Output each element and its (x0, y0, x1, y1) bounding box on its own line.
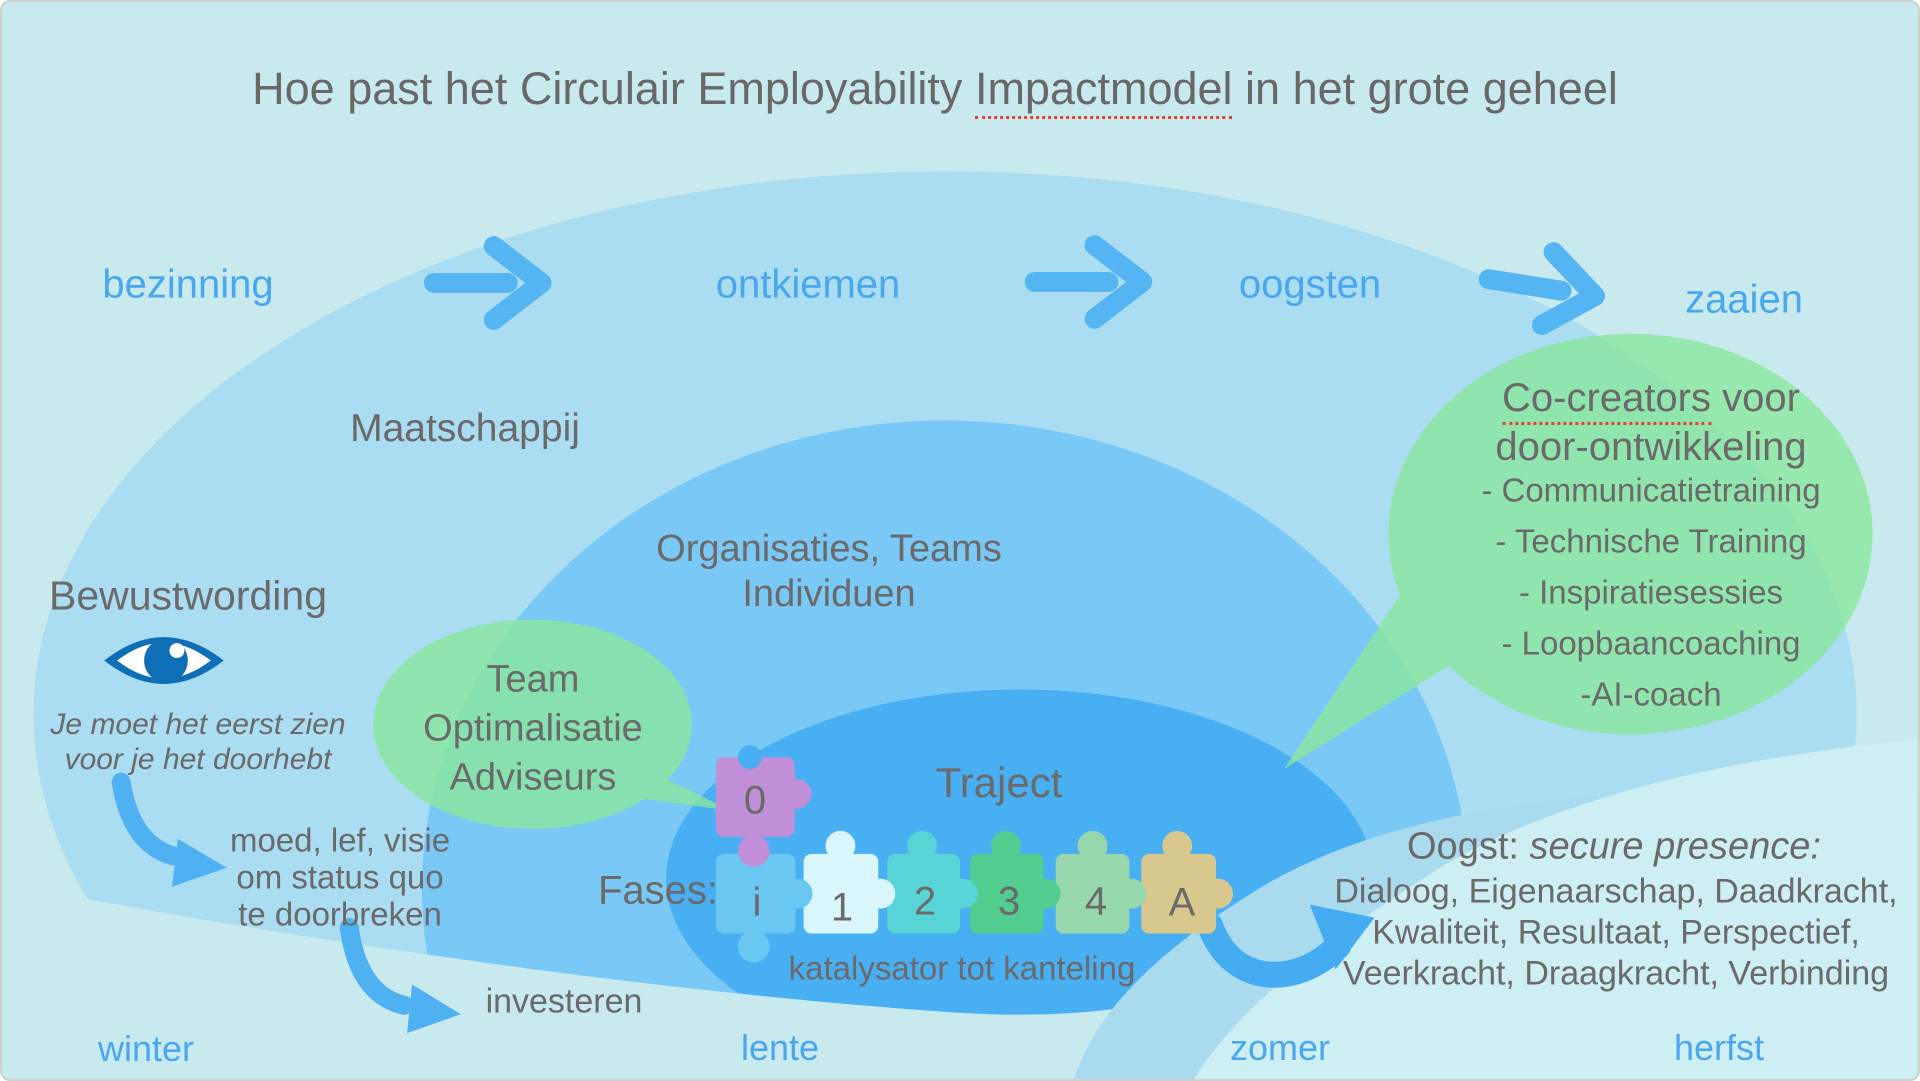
arrow-right-icon-1 (423, 236, 552, 330)
puzzle-piece-0 (715, 745, 812, 867)
phases-caption: katalysator tot kanteling (788, 949, 1136, 987)
curved-arrow-invest (339, 918, 461, 1034)
cocreators-bubble-tail (1283, 552, 1500, 770)
invest-label: investeren (485, 982, 643, 1021)
title-part2: in het grote geheel (1232, 63, 1618, 114)
list-item: - Inspiratiesessies (1518, 573, 1784, 611)
team-line2: Optimalisatie (423, 707, 643, 750)
courage-line1: moed, lef, visie (229, 821, 451, 859)
harvest-label: Oogst: (1407, 825, 1530, 868)
ring-society-label: Maatschappij (350, 407, 580, 450)
team-line3: Adviseurs (449, 756, 617, 799)
cocreators-title-line1: Co-creators voor (1495, 374, 1806, 425)
team-bubble-text: Team Optimalisatie Adviseurs (423, 656, 643, 803)
organisations-line1: Organisaties, Teams (656, 528, 1002, 570)
harvest-line3: Veerkracht, Draagkracht, Verbinding (1342, 954, 1890, 993)
cycle-top-oogsten: oogsten (1238, 262, 1382, 307)
wave-bottom-left (3, 883, 1185, 1079)
cocreators-title-line2: door-ontwikkeling (1495, 425, 1807, 469)
cocreators-list: - Communicatietraining - Technische Trai… (1481, 465, 1820, 720)
arrow-right-icon-3 (1478, 242, 1605, 335)
cycle-top-zaaien: zaaien (1685, 277, 1803, 322)
courage-line2: om status quo (236, 858, 444, 896)
cycle-bottom-herfst: herfst (1673, 1027, 1765, 1068)
cocreators-title-rest: voor (1711, 376, 1800, 420)
piece-label-0: 0 (743, 778, 767, 823)
ring-organisations-label: Organisaties, Teams Individuen (656, 527, 1002, 617)
cycle-top-ontkiemen: ontkiemen (715, 262, 901, 307)
puzzle-piece-2 (887, 830, 978, 934)
organisations-line2: Individuen (742, 573, 916, 615)
piece-label-3: 3 (997, 879, 1021, 924)
cocreators-bubble-shape (1283, 333, 1873, 770)
cocreators-title: Co-creators voor door-ontwikkeling (1495, 374, 1807, 472)
title-marked-word: Impactmodel (974, 63, 1233, 119)
piece-label-4: 4 (1084, 879, 1108, 924)
piece-label-2: 2 (913, 879, 937, 924)
cycle-bottom-winter: winter (97, 1028, 195, 1069)
title-part1: Hoe past het Circulair Employability (252, 63, 975, 114)
courage-text: moed, lef, visie om status quo te doorbr… (230, 822, 450, 933)
puzzle-piece-1 (803, 830, 896, 934)
cycle-top-bezinning: bezinning (102, 262, 274, 307)
list-item: -AI-coach (1580, 675, 1722, 713)
harvest-line1: Dialoog, Eigenaarschap, Daadkracht, (1334, 872, 1898, 911)
cycle-bottom-zomer: zomer (1229, 1027, 1331, 1068)
puzzle-piece-i (715, 853, 813, 963)
quote-line2: voor je het doorhebt (64, 743, 332, 776)
phases-label: Fases: (597, 868, 719, 913)
cycle-bottom-lente: lente (740, 1027, 820, 1068)
list-item: - Technische Training (1495, 522, 1807, 560)
puzzle-piece-4 (1055, 830, 1147, 934)
harvest-line2: Kwaliteit, Resultaat, Perspectief, (1372, 913, 1860, 952)
harvest-title: Oogst: secure presence: (1407, 826, 1821, 869)
awareness-title: Bewustwording (48, 572, 328, 619)
harvest-label-italic: secure presence: (1529, 825, 1822, 868)
piece-label-1: 1 (830, 885, 854, 930)
page-title: Hoe past het Circulair Employability Imp… (252, 63, 1618, 119)
quote-line1: Je moet het eerst zien (50, 708, 346, 741)
team-line1: Team (486, 658, 580, 701)
puzzle-piece-A (1141, 830, 1233, 934)
harvest-list: Dialoog, Eigenaarschap, Daadkracht, Kwal… (1334, 872, 1897, 995)
eye-icon (104, 637, 224, 684)
courage-line3: te doorbreken (238, 895, 442, 933)
awareness-quote: Je moet het eerst zien voor je het doorh… (50, 707, 345, 777)
piece-label-A: A (1168, 880, 1196, 925)
curved-arrow-awareness (111, 772, 227, 887)
piece-label-i: i (752, 880, 762, 925)
puzzle-piece-3 (969, 830, 1061, 934)
list-item: - Communicatietraining (1481, 471, 1821, 509)
cocreators-marked-word: Co-creators (1502, 376, 1711, 425)
ring-trajectory-label: Traject (935, 759, 1063, 806)
wave-bottom-right-light (1194, 739, 1917, 1079)
swoosh-arrow-harvest (1197, 904, 1375, 988)
list-item: - Loopbaancoaching (1501, 624, 1801, 662)
arrow-right-icon-2 (1024, 235, 1153, 329)
